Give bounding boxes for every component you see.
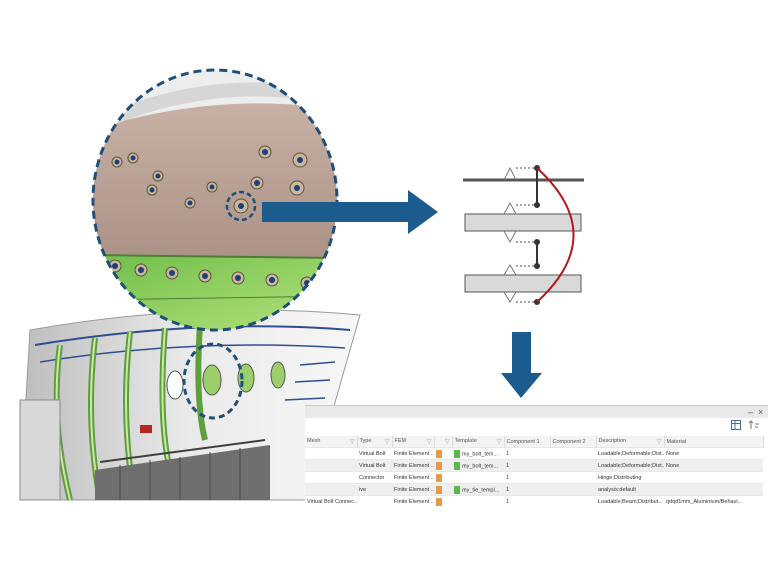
fem-color-swatch (436, 461, 442, 470)
component1-cell: 1 (504, 495, 550, 507)
description-cell: Hinge;Distributing (596, 471, 664, 484)
filter-icon[interactable]: ▽ (384, 439, 390, 445)
component2-cell (550, 483, 596, 496)
description-cell: Loadable;Beam;Distribut... (596, 495, 664, 507)
bolt-highlight-circle (225, 190, 257, 222)
template-color-swatch (454, 461, 460, 470)
column-header[interactable]: Component 1 (504, 436, 551, 448)
component2-cell (550, 459, 596, 472)
filter-icon[interactable]: ▽ (444, 439, 450, 445)
material-cell: qdqd1mm_Aluminium/Behavi... (664, 495, 763, 507)
zoom-circle-border (91, 68, 339, 332)
mesh-cell (305, 483, 357, 496)
fem-color-cell (434, 471, 452, 484)
material-cell (664, 483, 763, 496)
panel-titlebar: – × (305, 406, 768, 418)
component1-cell: 1 (504, 483, 550, 496)
bolt-schematic (463, 165, 584, 305)
material-cell: None (664, 459, 763, 472)
mesh-cell: Virtual Bolt Connec... (305, 495, 357, 507)
column-header[interactable]: Component 2 (550, 436, 597, 448)
type-cell (357, 495, 392, 507)
filter-icon[interactable]: ▽ (496, 439, 502, 445)
template-color-swatch (454, 449, 460, 458)
sort-icon[interactable] (748, 420, 760, 432)
fuselage-model (19, 309, 361, 501)
template-cell: my_tie_templ... (452, 483, 504, 496)
table-header-row: Mesh▽ Type▽ FEM▽ ▽ Template▽ Component 1… (305, 436, 764, 448)
fem-color-swatch (436, 497, 442, 506)
close-button[interactable]: × (758, 407, 764, 417)
component1-cell: 1 (504, 459, 550, 472)
fem-color-swatch (436, 473, 442, 482)
type-cell: Connector (357, 471, 392, 484)
component1-cell: 1 (504, 447, 550, 460)
column-header[interactable]: Type▽ (357, 436, 393, 448)
filter-icon[interactable]: ▽ (656, 439, 662, 445)
fem-color-cell (434, 447, 452, 460)
column-header[interactable]: Template▽ (452, 436, 505, 448)
description-cell: analysis:default (596, 483, 664, 496)
template-label: my_bolt_tem... (462, 462, 499, 469)
template-label: my_bolt_tem... (462, 450, 499, 457)
column-header[interactable]: Material (664, 436, 764, 448)
column-header[interactable]: Mesh▽ (305, 436, 358, 448)
component2-cell (550, 471, 596, 484)
template-cell: my_bolt_tem... (452, 459, 504, 472)
connections-table-panel: – × Mesh▽ Type▽ FEM▽ ▽ Template▽ Compone… (305, 405, 768, 507)
fem-cell: Finite Element ... (392, 483, 434, 496)
template-cell (452, 471, 504, 484)
fem-color-swatch (436, 449, 442, 458)
fem-cell: Finite Element ... (392, 459, 434, 472)
column-header[interactable]: Description▽ (596, 436, 665, 448)
panel-toolbar (305, 418, 768, 436)
template-cell (452, 495, 504, 507)
fem-color-cell (434, 459, 452, 472)
fem-color-cell (434, 483, 452, 496)
column-header[interactable]: FEM▽ (392, 436, 435, 448)
fem-color-swatch (436, 485, 442, 494)
mesh-cell (305, 471, 357, 484)
table-row[interactable]: Virtual Bolt Connec... Finite Element ...… (305, 495, 763, 507)
minimize-button[interactable]: – (748, 407, 754, 417)
filter-icon[interactable]: ▽ (349, 439, 355, 445)
mesh-cell (305, 459, 357, 472)
template-cell: my_bolt_tem... (452, 447, 504, 460)
component1-cell: 1 (504, 471, 550, 484)
type-cell: Virtual Bolt (357, 459, 392, 472)
description-cell: Loadable;Deformable;Dist... (596, 459, 664, 472)
template-color-swatch (454, 485, 460, 494)
template-label: my_tie_templ... (462, 486, 500, 493)
type-cell: ive (357, 483, 392, 496)
fuselage-highlight-circle (182, 342, 244, 420)
fem-cell: Finite Element ... (392, 471, 434, 484)
component2-cell (550, 495, 596, 507)
connections-table: Mesh▽ Type▽ FEM▽ ▽ Template▽ Component 1… (305, 436, 764, 507)
description-cell: Loadable;Deformable;Dist... (596, 447, 664, 460)
arrow-down-icon (501, 332, 542, 398)
type-cell: Virtual Bolt (357, 447, 392, 460)
column-header[interactable]: ▽ (434, 436, 453, 448)
table-view-icon[interactable] (730, 420, 742, 432)
mesh-cell (305, 447, 357, 460)
material-cell: None (664, 447, 763, 460)
material-cell (664, 471, 763, 484)
component2-cell (550, 447, 596, 460)
fem-cell: Finite Element ... (392, 447, 434, 460)
fem-cell: Finite Element ... (392, 495, 434, 507)
fem-color-cell (434, 495, 452, 507)
filter-icon[interactable]: ▽ (426, 439, 432, 445)
zoom-detail (93, 70, 337, 330)
arrow-right-icon (262, 190, 438, 234)
